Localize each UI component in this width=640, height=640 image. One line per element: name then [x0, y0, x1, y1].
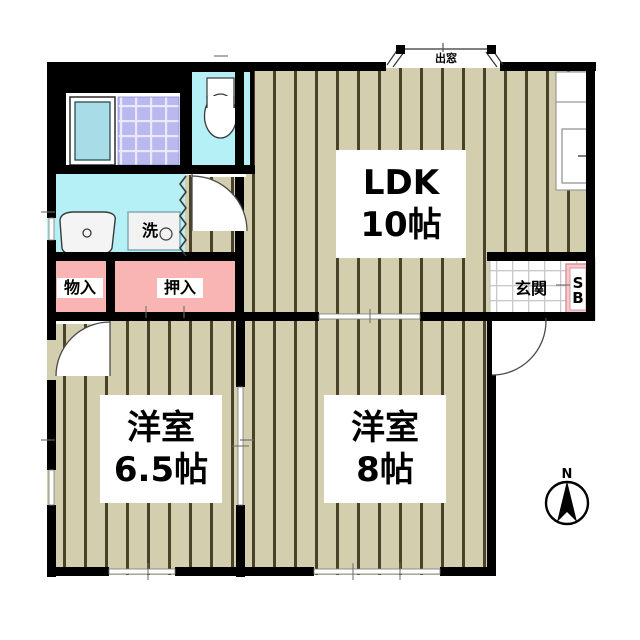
wall-bottom-b	[175, 567, 250, 576]
wall-left-bath	[47, 62, 56, 173]
dimension-marks	[41, 55, 570, 441]
wall-bottom-d	[440, 567, 496, 576]
bay-window-group	[386, 43, 504, 68]
compass-north-label: N	[561, 467, 573, 482]
ldk-size: 10帖	[360, 205, 442, 245]
wall-toilet-bottom	[185, 165, 255, 174]
window-washroom-west[interactable]	[48, 217, 55, 241]
wall-left-wash-b	[47, 240, 56, 340]
wall-right-upper	[586, 62, 595, 320]
balcony-window-room1[interactable]	[108, 568, 176, 575]
wash-basin-drain	[82, 228, 92, 238]
bathroom-door-fill	[192, 176, 247, 231]
compass-needle	[557, 481, 577, 522]
wall-genkan-top	[487, 252, 595, 261]
balcony-window-room2[interactable]	[313, 568, 441, 575]
water-areas	[47, 65, 254, 259]
shoe-box-line2: B	[572, 289, 584, 307]
folding-door[interactable]	[179, 175, 187, 257]
room2-size: 8帖	[356, 450, 414, 490]
wall-closet-divider	[106, 255, 115, 320]
folding-door-zigzag	[179, 175, 187, 257]
wall-toilet-left	[180, 62, 189, 165]
washing-machine-drain-icon	[159, 227, 173, 241]
closet-label: 押入	[157, 278, 203, 298]
wall-bottom-a	[47, 567, 109, 576]
room1-label: 洋室 6.5帖	[100, 395, 222, 503]
wall-rooms-divider-b	[236, 505, 245, 577]
wall-top-left	[47, 62, 257, 71]
room2-label: 洋室 8帖	[324, 395, 446, 503]
wall-bottom-c	[244, 567, 314, 576]
bathroom-door-arc	[191, 175, 248, 232]
compass-rose	[544, 480, 590, 526]
bay-window-label: 出窓	[427, 52, 465, 65]
wall-left-room1-b	[47, 505, 56, 577]
room2-name: 洋室	[351, 408, 419, 448]
shoe-box-label: S B	[568, 271, 588, 311]
wall-ldk-room2-b	[420, 312, 488, 321]
bay-window-side-l2	[392, 51, 405, 68]
shoe-box-line1: S	[572, 273, 584, 292]
wall-genkan-bottom	[487, 312, 595, 321]
bath-tub	[74, 101, 111, 161]
bay-window-corner-l	[396, 45, 405, 54]
bay-window-corner-r	[487, 45, 496, 54]
bath-tile-floor	[117, 96, 180, 166]
storage-label: 物入	[57, 278, 103, 298]
storage-door-fill	[56, 322, 110, 376]
wall-ldk-left	[235, 62, 244, 319]
wall-washroom-bottom	[47, 252, 244, 261]
entrance-door-fill	[492, 321, 546, 375]
wall-left-wash-a	[47, 173, 56, 218]
bay-window-side-r2	[485, 51, 498, 68]
ldk-label: LDK 10帖	[336, 150, 466, 258]
washer-label: 洗	[141, 221, 158, 240]
wall-genkan-right	[586, 252, 595, 321]
storage-door-arc	[55, 321, 111, 377]
room1-size: 6.5帖	[113, 450, 209, 490]
wall-top-ldk-a	[243, 62, 386, 71]
wall-rooms-divider-a	[236, 312, 245, 387]
toilet-bowl-join	[207, 96, 234, 108]
bathroom-door-leaf[interactable]	[191, 174, 246, 177]
wall-room2-right	[487, 312, 496, 576]
wall-left-room1-a	[47, 380, 56, 470]
entrance-label: 玄関	[514, 279, 547, 298]
window-room1-west[interactable]	[48, 469, 55, 506]
door-swings	[55, 174, 547, 377]
wall-top-ldk-b	[500, 62, 596, 71]
room1-name: 洋室	[127, 408, 195, 448]
ldk-name: LDK	[362, 163, 440, 203]
wall-ldk-room2-a	[244, 312, 319, 321]
wall-bath-bottom	[47, 165, 185, 174]
entrance-door-arc	[491, 320, 547, 376]
sliding-openings	[48, 217, 441, 580]
